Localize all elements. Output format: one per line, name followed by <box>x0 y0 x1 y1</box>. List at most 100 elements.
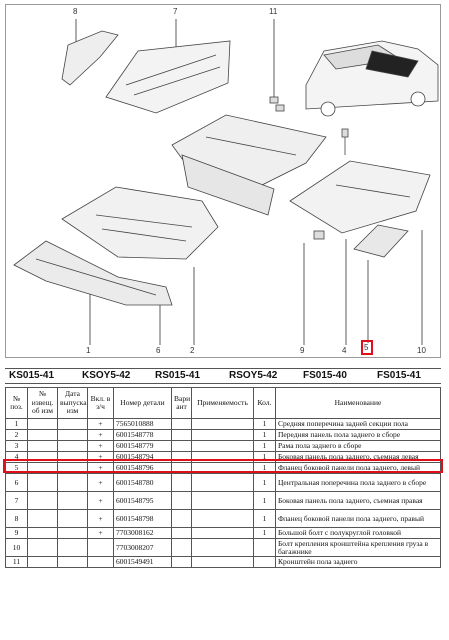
cell-no: 10 <box>5 538 28 557</box>
part-5-illustration <box>353 224 409 258</box>
callout-9: 9 <box>300 346 305 355</box>
cell-part-number: 7703008162 <box>113 527 172 539</box>
cell-qty: 1 <box>253 451 276 463</box>
cell-name: Передняя панель пола заднего в сборе <box>275 429 441 441</box>
cell-name: Средняя поперечина задней секции пола <box>275 418 441 430</box>
header-qty: Кол. <box>253 387 276 419</box>
variant-code: RSOY5-42 <box>229 370 278 381</box>
cell-incl: + <box>87 429 114 441</box>
cell-qty: 1 <box>253 473 276 492</box>
cell-no: 11 <box>5 556 28 568</box>
table-header-row: № поз. № извещ. об изм Дата выпуска изм … <box>5 387 441 419</box>
cell-part-number: 6001548778 <box>113 429 172 441</box>
parts-table: № поз. № извещ. об изм Дата выпуска изм … <box>5 387 441 568</box>
callout-1: 1 <box>86 346 91 355</box>
cell-name: Большой болт с полукруглой головкой <box>275 527 441 539</box>
cell-qty <box>253 556 276 568</box>
cell-part-number: 6001548796 <box>113 462 172 474</box>
callout-7: 7 <box>173 7 178 16</box>
header-part-number: Номер детали <box>113 387 172 419</box>
variant-code: KS015-41 <box>9 370 55 381</box>
cell-qty: 1 <box>253 440 276 452</box>
cell-no: 9 <box>5 527 28 539</box>
cell-qty: 1 <box>253 491 276 510</box>
variant-code: RS015-41 <box>155 370 201 381</box>
cell-qty: 1 <box>253 462 276 474</box>
header-date: Дата выпуска изм <box>57 387 88 419</box>
cell-part-number: 7565010888 <box>113 418 172 430</box>
cell-name: Боковая панель пола заднего, съемная лев… <box>275 451 441 463</box>
table-row: 11 6001549491 Кронштейн пола заднего <box>5 556 441 568</box>
cell-no: 2 <box>5 429 28 441</box>
cell-part-number: 6001548798 <box>113 509 172 528</box>
cell-name: Болт крепления кронштейна крепления груз… <box>275 538 441 557</box>
header-variant: Вари ант <box>171 387 192 419</box>
header-incl: Вкл. в з/ч <box>87 387 114 419</box>
cell-incl: + <box>87 418 114 430</box>
cell-no: 8 <box>5 509 28 528</box>
variant-code: FS015-41 <box>377 370 421 381</box>
part-7-illustration <box>105 40 231 114</box>
part-9-illustration <box>341 128 349 155</box>
cell-no: 4 <box>5 451 28 463</box>
cell-incl: + <box>87 440 114 452</box>
car-thumbnail <box>305 40 439 117</box>
cell-incl: + <box>87 462 114 474</box>
part-8-illustration <box>61 30 119 86</box>
callout-11: 11 <box>269 7 278 16</box>
cell-name: Боковая панель пола заднего, съемная пра… <box>275 491 441 510</box>
cell-no: 6 <box>5 473 28 492</box>
cell-name: Рама пола заднего в сборе <box>275 440 441 452</box>
cell-qty: 1 <box>253 429 276 441</box>
part-4-illustration <box>289 160 431 234</box>
cell-incl: + <box>87 491 114 510</box>
cell-incl: + <box>87 527 114 539</box>
callout-4: 4 <box>342 346 347 355</box>
variant-codes-row: KS015-41 KSOY5-42 RS015-41 RSOY5-42 FS01… <box>5 368 441 384</box>
cell-qty: 1 <box>253 509 276 528</box>
cell-no: 5 <box>5 462 28 474</box>
header-name: Наименование <box>275 387 441 419</box>
cell-name: Кронштейн пола заднего <box>275 556 441 568</box>
cell-part-number: 6001548779 <box>113 440 172 452</box>
header-no: № поз. <box>5 387 28 419</box>
cell-part-number: 7703008207 <box>113 538 172 557</box>
cell-incl: + <box>87 451 114 463</box>
header-applicability: Применяемость <box>191 387 254 419</box>
callout-8: 8 <box>73 7 78 16</box>
cell-no: 7 <box>5 491 28 510</box>
cell-qty: 1 <box>253 527 276 539</box>
part-2-illustration <box>61 186 219 260</box>
cell-qty <box>253 538 276 557</box>
part-3-illustration <box>171 114 327 216</box>
callout-6: 6 <box>156 346 161 355</box>
cell-name: Центральная поперечина пола заднего в сб… <box>275 473 441 492</box>
part-1-illustration <box>13 240 173 306</box>
cell-part-number: 6001548794 <box>113 451 172 463</box>
cell-no: 3 <box>5 440 28 452</box>
table-row: 10 7703008207 Болт крепления кронштейна кр… <box>5 538 441 557</box>
exploded-parts-diagram <box>5 4 441 358</box>
variant-code: FS015-40 <box>303 370 347 381</box>
cell-part-number: 6001548780 <box>113 473 172 492</box>
callout-10: 10 <box>417 346 426 355</box>
callout-5-highlight <box>361 340 373 355</box>
callout-2: 2 <box>190 346 195 355</box>
cell-incl <box>87 538 114 557</box>
callout-5: 5 <box>364 343 369 352</box>
cell-name: Фланец боковой панели пола заднего, левы… <box>275 462 441 474</box>
cell-part-number: 6001549491 <box>113 556 172 568</box>
part-11-illustration <box>269 96 285 112</box>
cell-name: Фланец боковой панели пола заднего, прав… <box>275 509 441 528</box>
cell-part-number: 6001548795 <box>113 491 172 510</box>
variant-code: KSOY5-42 <box>82 370 131 381</box>
